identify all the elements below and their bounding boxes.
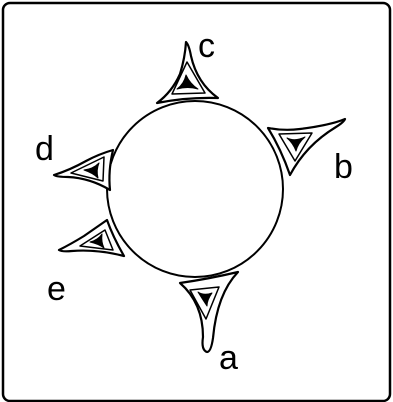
- core-e: [89, 233, 105, 249]
- structure-c: [155, 40, 220, 105]
- core-a: [197, 291, 213, 307]
- core-b: [286, 136, 306, 152]
- central-circle: [106, 100, 284, 278]
- label-b: b: [334, 148, 353, 186]
- core-c: [176, 74, 199, 90]
- structure-b: [266, 117, 347, 177]
- label-d: d: [35, 130, 54, 168]
- structure-d: [52, 148, 115, 192]
- core-d: [83, 162, 100, 179]
- label-c: c: [198, 27, 215, 65]
- label-a: a: [219, 339, 238, 377]
- structure-a: [178, 270, 240, 354]
- structure-e: [57, 218, 126, 258]
- label-e: e: [47, 270, 66, 308]
